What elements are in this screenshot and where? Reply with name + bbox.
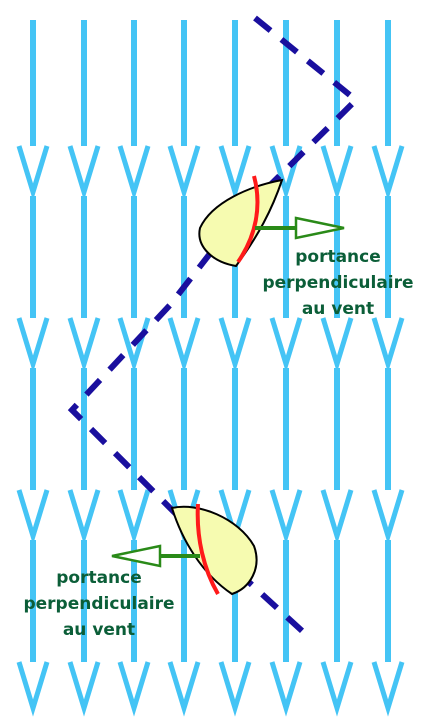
bottom-lift-label-line1: portance	[56, 568, 142, 588]
bottom-lift-label-line2: perpendiculaire	[23, 594, 174, 614]
wind-arrow-head	[371, 145, 405, 201]
wind-arrow	[16, 196, 50, 373]
wind-arrow-head	[16, 145, 50, 201]
wind-arrow-head	[117, 145, 151, 201]
wind-arrow	[117, 196, 151, 373]
wind-arrow	[320, 368, 354, 545]
wind-arrow-head	[167, 145, 201, 201]
wind-arrow-head	[269, 661, 303, 717]
wind-arrow	[67, 20, 101, 201]
wind-arrow	[167, 20, 201, 201]
wind-arrow-head	[16, 489, 50, 545]
wind-arrow	[117, 368, 151, 545]
wind-arrow-head	[371, 317, 405, 373]
wind-arrow-head	[269, 489, 303, 545]
bottom-sailboat: portance perpendiculaire au vent	[23, 503, 258, 640]
wind-arrow-head	[67, 489, 101, 545]
wind-arrow-head	[16, 661, 50, 717]
wind-arrow	[269, 540, 303, 717]
wind-arrow	[67, 368, 101, 545]
wind-arrow	[371, 196, 405, 373]
wind-arrow-head	[167, 661, 201, 717]
top-sailboat: portance perpendiculaire au vent	[198, 175, 414, 319]
bottom-lift-label-line3: au vent	[63, 620, 135, 640]
wind-arrow	[371, 368, 405, 545]
wind-arrow	[218, 20, 252, 201]
wind-arrow-head	[16, 317, 50, 373]
wind-arrow	[117, 20, 151, 201]
bottom-lift-arrow-head	[111, 544, 162, 568]
wind-arrow	[269, 368, 303, 545]
wind-arrow-head	[218, 145, 252, 201]
wind-arrow	[371, 20, 405, 201]
wind-arrow-head	[167, 317, 201, 373]
wind-arrow	[320, 196, 354, 373]
wind-arrow	[16, 20, 50, 201]
wind-arrow	[320, 20, 354, 201]
wind-arrow	[371, 540, 405, 717]
bottom-sail-edge	[195, 503, 220, 596]
top-sail-edge	[236, 175, 260, 264]
top-lift-label-line3: au vent	[302, 299, 374, 319]
wind-arrow	[167, 196, 201, 373]
wind-arrow-head	[320, 661, 354, 717]
wind-arrow-head	[218, 661, 252, 717]
top-sail-hull	[198, 178, 284, 268]
wind-arrow	[16, 368, 50, 545]
top-lift-arrow-head	[294, 216, 345, 240]
wind-arrow	[16, 540, 50, 717]
wind-arrow	[269, 196, 303, 373]
wind-arrow-head	[320, 489, 354, 545]
wind-arrow-head	[320, 145, 354, 201]
wind-arrow	[218, 368, 252, 545]
wind-arrow-head	[67, 317, 101, 373]
bottom-sail-hull	[170, 505, 258, 596]
wind-arrow-head	[371, 489, 405, 545]
wind-arrow-head	[117, 489, 151, 545]
wind-arrow-head	[67, 661, 101, 717]
wind-arrow-head	[269, 317, 303, 373]
wind-arrow-head	[371, 661, 405, 717]
wind-arrow-head	[218, 317, 252, 373]
wind-streamlines	[16, 20, 405, 717]
wind-arrow-head	[117, 661, 151, 717]
wind-arrow	[67, 196, 101, 373]
top-lift-label-line1: portance	[295, 247, 381, 267]
wind-arrow	[67, 540, 101, 717]
wind-arrow	[117, 540, 151, 717]
wind-arrow	[167, 540, 201, 717]
top-lift-label-line2: perpendiculaire	[262, 273, 413, 293]
wind-arrow-head	[320, 317, 354, 373]
wind-arrow-head	[67, 145, 101, 201]
wind-arrow	[320, 540, 354, 717]
